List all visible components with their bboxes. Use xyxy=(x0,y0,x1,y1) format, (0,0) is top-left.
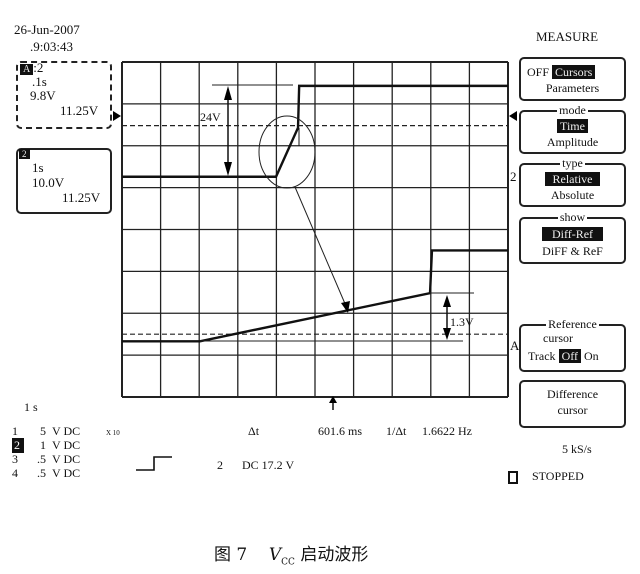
cursors-option[interactable]: Cursors xyxy=(552,65,596,79)
inverse-delta-t-label: 1/Δt xyxy=(386,424,407,438)
show-menu-item[interactable]: show Diff-Ref DiFF & ReF xyxy=(519,210,626,264)
absolute-option[interactable]: Absolute xyxy=(550,188,595,202)
diff-and-ref-option[interactable]: DiFF & ReF xyxy=(542,244,603,258)
amplitude-option[interactable]: Amplitude xyxy=(546,135,599,149)
zoom-pointer-arrow-icon xyxy=(341,301,350,313)
channel-unit: V DC xyxy=(52,438,81,452)
cursor-a-voltage: 9.8V xyxy=(30,88,56,103)
channel-unit: V DC xyxy=(52,466,81,480)
left-level-marker-icon xyxy=(113,111,121,121)
upper-arrow-head-icon xyxy=(224,86,232,100)
channel-number: 1 xyxy=(12,424,18,438)
channel-2-setting: 2 1 V DC xyxy=(12,438,80,453)
time-option[interactable]: Time xyxy=(557,119,588,133)
show-legend: show xyxy=(557,210,588,224)
lower-delta-label: 1.3V xyxy=(450,315,474,329)
cursors-menu-item[interactable]: OFF Cursors Parameters xyxy=(519,57,626,101)
cursor-b-voltage: 10.0V xyxy=(32,175,65,190)
parameters-option[interactable]: Parameters xyxy=(545,81,600,95)
upper-delta-label: 24V xyxy=(200,110,221,125)
off-option[interactable]: OFF xyxy=(527,65,550,79)
date: 26-Jun-2007 xyxy=(14,22,80,37)
off-option[interactable]: Off xyxy=(558,349,582,363)
channel-3-setting: 3 .5 V DC xyxy=(12,452,80,467)
channel-2-marker: 2 xyxy=(510,169,517,184)
channel-4-setting: 4 .5 V DC xyxy=(12,466,80,481)
lower-arrow-head-icon xyxy=(443,295,451,307)
channel-unit: V DC xyxy=(52,452,81,466)
caption-number: 图 7 xyxy=(214,545,248,565)
timebase: 1 s xyxy=(24,400,38,414)
time: .9:03:43 xyxy=(30,39,73,54)
trigger-position-arrow-icon xyxy=(329,396,337,403)
channel-1-setting: 1 5 V DC xyxy=(12,424,80,439)
channel-unit: V DC xyxy=(52,424,81,438)
cursor-b-badge: 2 xyxy=(19,149,30,159)
channel-number: 2 xyxy=(12,438,24,453)
trigger-channel: 2 xyxy=(217,458,223,472)
cursor-a-badge: A xyxy=(20,64,34,75)
reference-legend: Reference xyxy=(546,317,599,331)
channel-scale: 1 xyxy=(40,438,46,452)
on-option[interactable]: On xyxy=(584,349,599,363)
difference-label: Difference xyxy=(546,387,599,401)
cursor-b-timebase: 1s xyxy=(32,160,44,175)
cursor-b-level: 11.25V xyxy=(62,190,101,205)
cursor-a-timebase: .1s xyxy=(32,74,47,89)
reference-cursor-label: cursor xyxy=(543,331,573,345)
zoom-pointer-line xyxy=(294,186,347,307)
difference-cursor-label: cursor xyxy=(557,403,588,417)
cursor-a-channel: :2 xyxy=(33,60,44,75)
waveform-trace-1 xyxy=(122,84,508,178)
upper-arrow-head-icon xyxy=(224,162,232,176)
mode-legend: mode xyxy=(557,103,588,117)
channel-scale: 5 xyxy=(40,424,46,438)
difference-cursor-menu-item[interactable]: Difference cursor xyxy=(519,380,626,428)
trigger-marker: A xyxy=(510,338,520,353)
delta-t-value: 601.6 ms xyxy=(318,424,363,438)
lower-arrow-head-icon xyxy=(443,328,451,340)
zoom-highlight-ellipse xyxy=(258,115,316,189)
trigger-info: DC 17.2 V xyxy=(242,458,295,472)
mode-menu-item[interactable]: mode Time Amplitude xyxy=(519,103,626,154)
cursor-b-box[interactable]: 2 1s 10.0V 11.25V xyxy=(16,148,112,214)
cursor-a-level: 11.25V xyxy=(60,103,99,118)
type-legend: type xyxy=(560,156,585,170)
track-option[interactable]: Track xyxy=(528,349,556,363)
relative-option[interactable]: Relative xyxy=(544,172,601,186)
sample-rate: 5 kS/s xyxy=(562,442,592,456)
rising-edge-trigger-icon xyxy=(136,456,172,471)
channel-scale: .5 xyxy=(37,466,46,480)
diff-ref-option[interactable]: Diff-Ref xyxy=(541,227,604,241)
type-menu-item[interactable]: type Relative Absolute xyxy=(519,156,626,207)
figure-caption: 图 7 VCC 启动波形 xyxy=(214,540,368,567)
reference-cursor-menu-item[interactable]: Reference cursor Track Off On xyxy=(519,317,626,372)
caption-symbol: V xyxy=(268,545,282,565)
acquisition-status: STOPPED xyxy=(532,469,584,483)
stop-icon xyxy=(508,471,518,484)
channel-number: 3 xyxy=(12,452,18,466)
delta-t-label: Δt xyxy=(248,424,260,438)
frequency-value: 1.6622 Hz xyxy=(422,424,472,438)
right-level-marker-icon xyxy=(509,111,517,121)
probe-factor: X 10 xyxy=(106,429,120,437)
caption-text: 启动波形 xyxy=(300,545,369,565)
channel-scale: .5 xyxy=(37,452,46,466)
channel-number: 4 xyxy=(12,466,18,480)
cursor-a-box[interactable]: A:2 .1s 9.8V 11.25V xyxy=(16,60,112,129)
menu-title: MEASURE xyxy=(536,29,599,44)
caption-subscript: CC xyxy=(281,557,295,568)
